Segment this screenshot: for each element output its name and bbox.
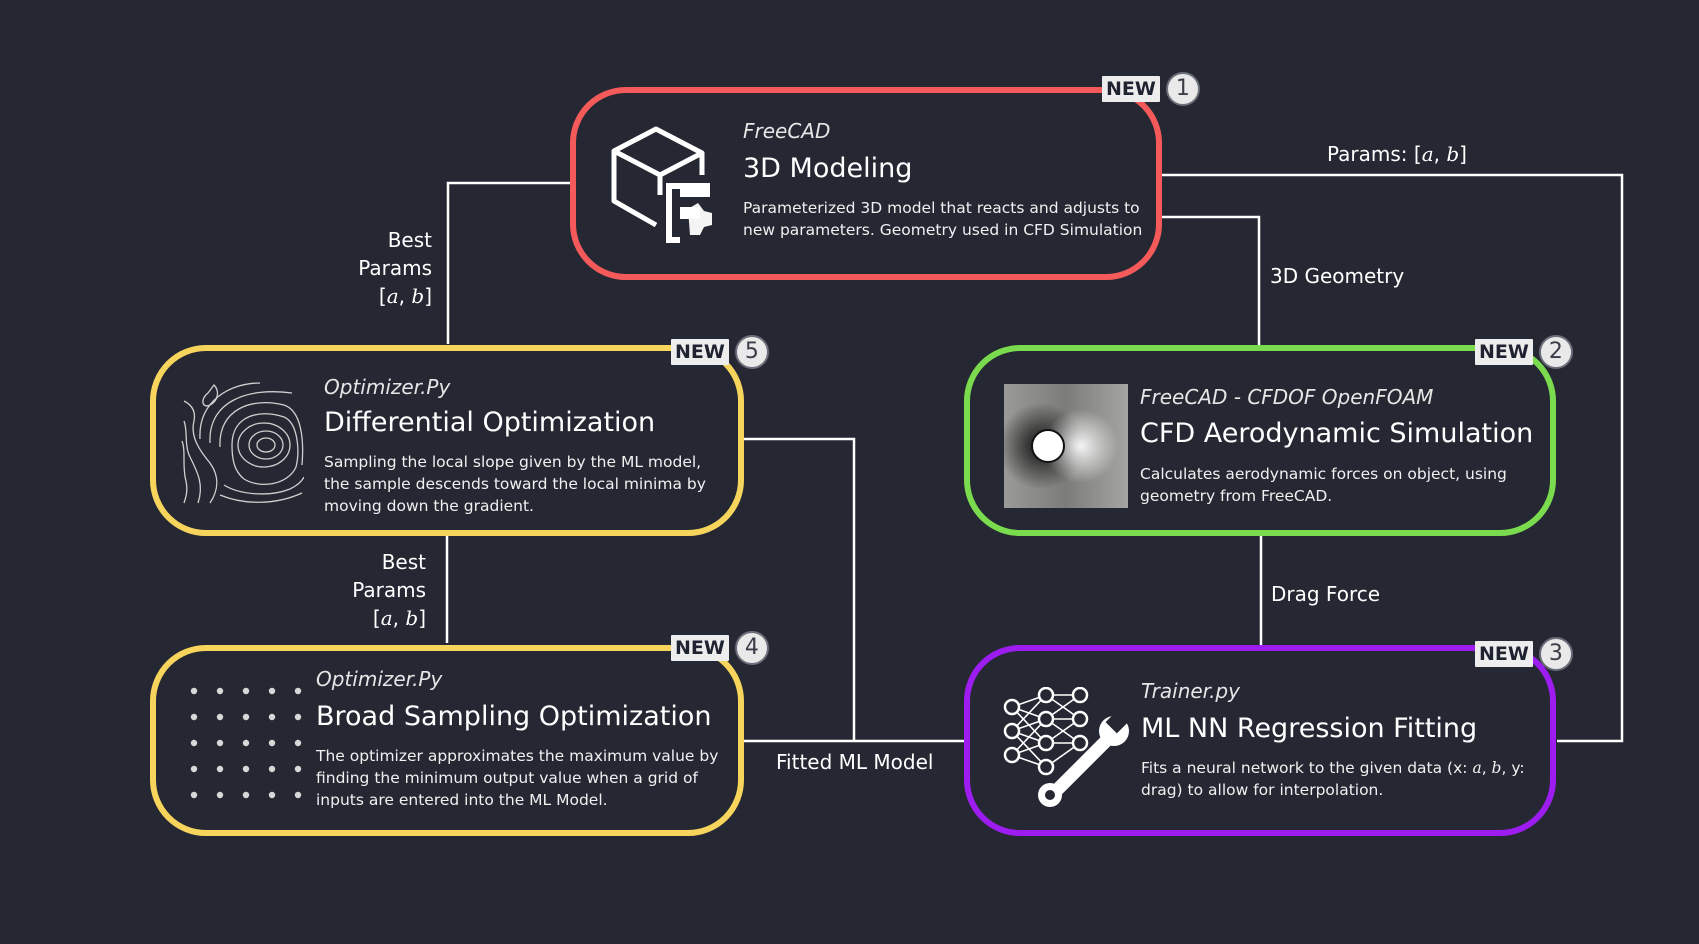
edge-best-params-top [446,181,572,344]
node-title: CFD Aerodynamic Simulation [1140,418,1534,449]
node-title: ML NN Regression Fitting [1141,713,1478,744]
step-number: 3 [1538,637,1573,671]
step-number: 5 [734,335,769,369]
node-subtitle: FreeCAD - CFDOF OpenFOAM [1140,385,1434,409]
neural-network-wrench-icon [1000,686,1134,811]
badge-new-5: NEW 5 [671,335,769,369]
new-tag: NEW [1475,339,1533,365]
new-tag: NEW [671,339,729,365]
freecad-cube-icon [608,117,718,251]
node-broad-sampling: Optimizer.Py Broad Sampling Optimization… [150,645,744,836]
node-description: The optimizer approximates the maximum v… [316,747,719,809]
badge-new-2: NEW 2 [1475,335,1573,369]
node-description: Calculates aerodynamic forces on object,… [1140,465,1507,505]
node-differential-optimization: Optimizer.Py Differential Optimization S… [150,345,744,536]
node-subtitle: Trainer.py [1141,679,1240,703]
node-subtitle: Optimizer.Py [316,667,443,691]
edge-label-drag-force: Drag Force [1271,582,1381,606]
badge-new-4: NEW 4 [671,631,769,665]
node-title: Differential Optimization [324,407,656,438]
cfd-flow-image [1004,384,1128,512]
node-subtitle: Optimizer.Py [324,375,451,399]
edge-params [1160,173,1624,743]
edge-geometry [1160,215,1261,346]
new-tag: NEW [671,635,729,661]
node-description: Fits a neural network to the given data … [1141,759,1525,799]
edge-label-params: Params: [a, b] [1327,142,1467,166]
edge-fitted-to-differential [742,437,856,741]
edge-label-3d-geometry: 3D Geometry [1270,264,1405,288]
edge-label-best-params-top: Best Params [a, b] [358,228,432,308]
step-number: 4 [734,631,769,665]
node-title: 3D Modeling [743,153,913,184]
node-subtitle: FreeCAD [743,119,831,143]
node-title: Broad Sampling Optimization [316,701,712,732]
edge-label-best-params-bottom: Best Params [a, b] [352,550,426,630]
edge-label-fitted-ml-model: Fitted ML Model [776,750,934,774]
badge-new-1: NEW 1 [1102,72,1200,106]
node-cfd-simulation: FreeCAD - CFDOF OpenFOAM CFD Aerodynamic… [964,345,1556,536]
badge-new-3: NEW 3 [1475,637,1573,671]
new-tag: NEW [1475,641,1533,667]
dot-grid-icon [184,681,304,805]
new-tag: NEW [1102,76,1160,102]
node-3d-modeling: FreeCAD 3D Modeling Parameterized 3D mod… [570,87,1162,280]
node-description: Sampling the local slope given by the ML… [324,453,706,515]
node-description: Parameterized 3D model that reacts and a… [743,199,1143,239]
step-number: 2 [1538,335,1573,369]
contour-map-icon [180,381,305,509]
node-ml-regression: Trainer.py ML NN Regression Fitting Fits… [964,645,1556,836]
step-number: 1 [1165,72,1200,106]
